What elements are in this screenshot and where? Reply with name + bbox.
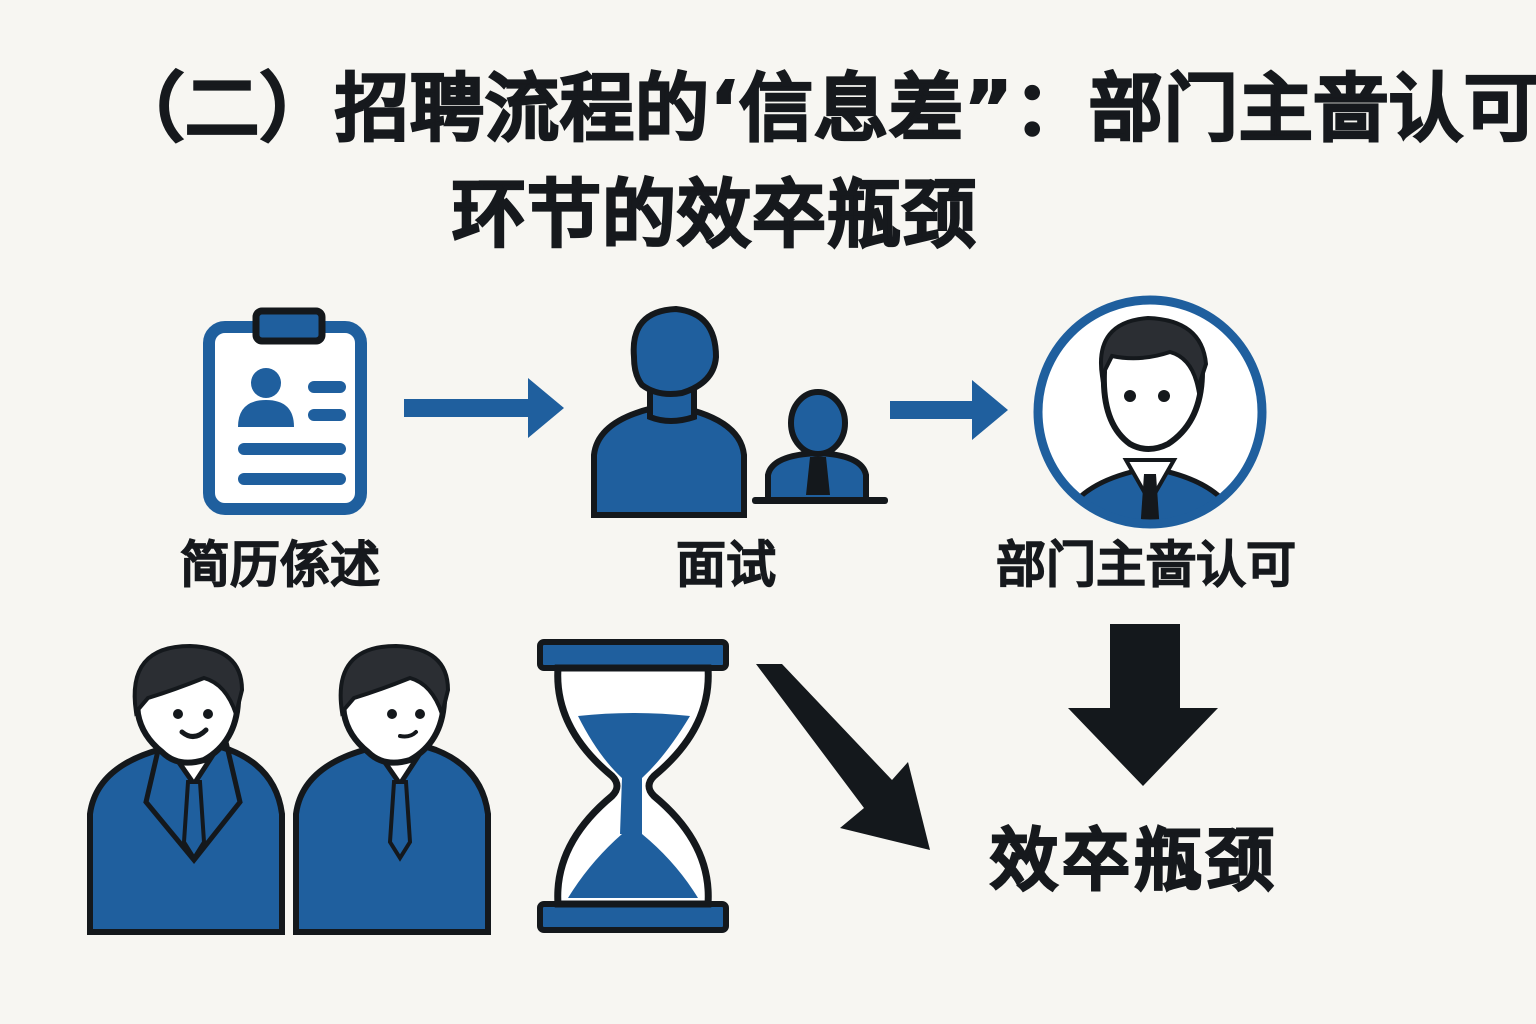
- arrow-right-icon: [404, 378, 564, 438]
- hourglass-icon: [537, 639, 729, 933]
- arrow-down-icon: [1068, 624, 1218, 786]
- step-label-interview: 面试: [676, 536, 777, 594]
- interview-people-icon: [591, 305, 888, 518]
- page-title-line2: 环节的效卒瓶颈: [451, 172, 977, 258]
- resume-clipboard-icon: [203, 307, 367, 515]
- arrow-right-icon: [890, 380, 1008, 440]
- two-candidates-icon: [87, 643, 491, 935]
- manager-avatar-icon: [1033, 295, 1267, 529]
- result-label-efficiency-bottleneck: 效卒瓶颈: [989, 822, 1279, 901]
- arrow-diagonal-down-icon: [756, 664, 930, 850]
- page-title-line1: （二）招聘流程的‘信息差”：部门主啬认可: [109, 66, 1536, 152]
- step-label-resume: 简历係述: [180, 536, 381, 594]
- step-label-manager-approval: 部门主啬认可: [996, 536, 1297, 594]
